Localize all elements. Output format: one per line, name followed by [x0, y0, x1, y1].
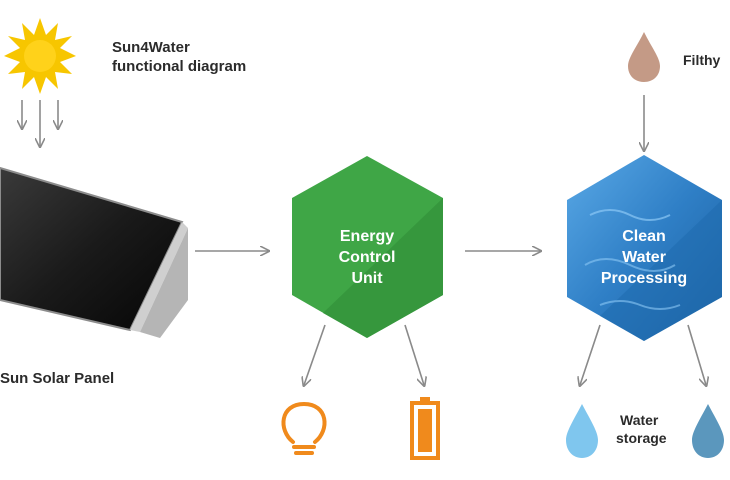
filthy-water-drop-icon	[628, 32, 660, 82]
solar-panel-icon	[0, 166, 188, 338]
water-unit-line1: Clean	[622, 228, 666, 245]
water-unit-line3: Processing	[600, 270, 688, 287]
arrow-energy-to-light	[304, 324, 326, 385]
energy-unit-line2: Control	[338, 249, 396, 266]
clean-water-processing-hexagon	[567, 155, 722, 341]
solar-panel-label: Sun Solar Panel	[0, 370, 115, 387]
water-storage-line1: Water	[620, 412, 659, 428]
water-unit-line2: Water	[622, 249, 666, 266]
water-storage-label: Water storage	[616, 411, 667, 447]
diagram-title-line2: functional diagram	[112, 58, 247, 75]
energy-unit-line1: Energy	[339, 228, 395, 245]
sun-ray-arrows	[22, 100, 58, 146]
diagram-title-line1: Sun4Water	[112, 39, 190, 56]
water-unit-label: Clean Water Processing	[579, 226, 709, 289]
clean-water-drop-right-icon	[692, 404, 724, 458]
arrow-water-to-storage-left	[580, 324, 601, 385]
energy-unit-line3: Unit	[351, 270, 383, 287]
energy-unit-label: Energy Control Unit	[302, 226, 432, 289]
battery-icon	[410, 397, 440, 460]
water-storage-line2: storage	[616, 430, 667, 446]
lightbulb-icon	[281, 401, 327, 455]
energy-control-unit-hexagon	[292, 156, 443, 338]
arrow-water-to-storage-right	[687, 324, 706, 385]
clean-water-drop-left-icon	[566, 404, 598, 458]
sun-icon	[4, 18, 76, 94]
filthy-water-label: Filthy	[683, 52, 721, 68]
arrow-energy-to-battery	[404, 324, 424, 385]
